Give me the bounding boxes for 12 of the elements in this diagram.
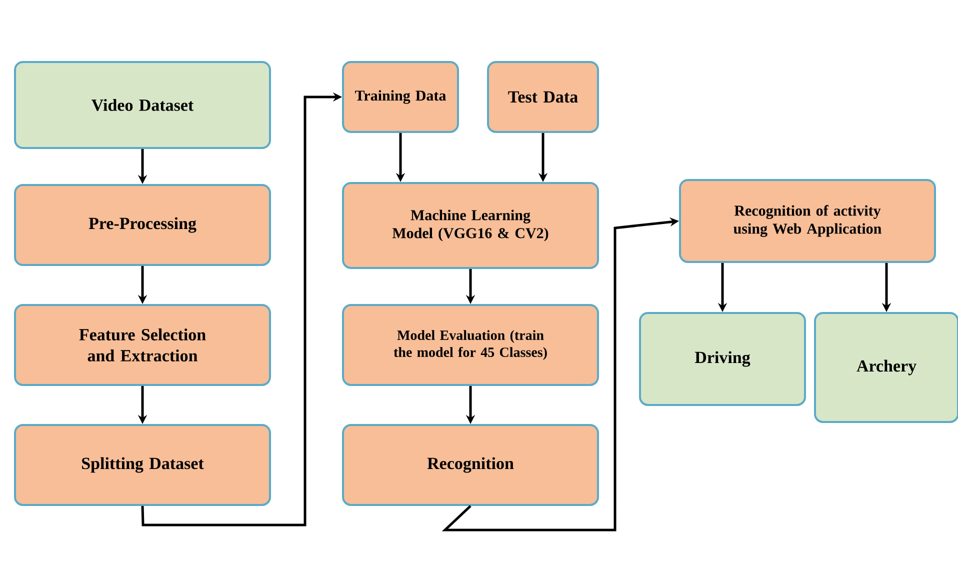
process-box: Test Data: [487, 61, 599, 133]
process-box: Driving: [639, 312, 806, 406]
process-box: Training Data: [342, 61, 459, 133]
process-box: Pre-Processing: [14, 184, 271, 266]
process-box: Machine Learning Model (VGG16 & CV2): [342, 182, 599, 269]
process-box: Recognition of activity using Web Application: [679, 179, 936, 263]
process-box: Feature Selection and Extraction: [14, 304, 271, 386]
process-box: Splitting Dataset: [14, 424, 271, 506]
process-box: Model Evaluation (train the model for 45 Classes): [342, 304, 599, 386]
process-box: Recognition: [342, 424, 599, 506]
process-box: Video Dataset: [14, 61, 271, 149]
process-box: Archery: [814, 312, 958, 423]
